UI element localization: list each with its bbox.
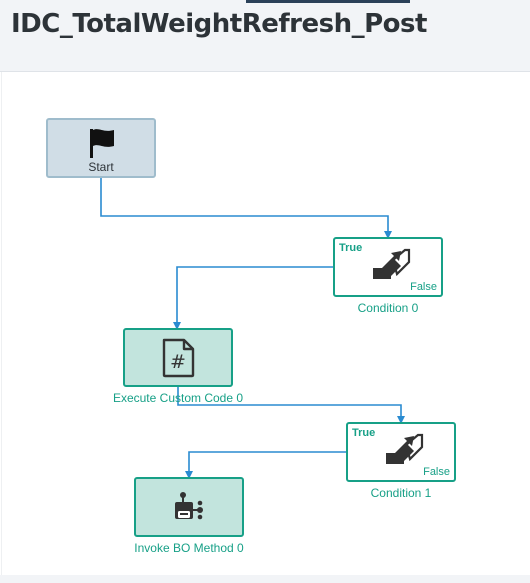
- condition-0-caption: Condition 0: [357, 301, 419, 315]
- condition-1-false-label: False: [423, 466, 450, 478]
- condition-0-false-label: False: [410, 281, 437, 293]
- condition-0-true-label: True: [339, 242, 363, 254]
- condition-arrows-icon: [386, 433, 424, 464]
- svg-text:#: #: [170, 351, 186, 373]
- invoke-bo-method-caption: Invoke BO Method 0: [134, 541, 244, 555]
- page-title: IDC_TotalWeightRefresh_Post: [11, 9, 427, 39]
- flag-icon: [90, 129, 114, 158]
- hash-document-icon: #: [162, 338, 195, 377]
- condition-1-caption: Condition 1: [370, 486, 432, 500]
- active-tab-indicator: [246, 0, 410, 3]
- start-node[interactable]: Start: [46, 118, 156, 178]
- canvas-footer: [0, 575, 530, 583]
- condition-0-node[interactable]: True False: [333, 237, 443, 297]
- start-label: Start: [88, 160, 114, 174]
- condition-1-node[interactable]: True False: [346, 422, 456, 482]
- condition-arrows-icon: [373, 248, 411, 279]
- execute-custom-code-caption: Execute Custom Code 0: [112, 391, 244, 405]
- condition-1-true-label: True: [352, 427, 376, 439]
- bo-method-icon: [175, 492, 203, 520]
- page-header: IDC_TotalWeightRefresh_Post: [0, 0, 530, 72]
- invoke-bo-method-node[interactable]: [134, 477, 244, 537]
- execute-custom-code-node[interactable]: #: [123, 328, 233, 387]
